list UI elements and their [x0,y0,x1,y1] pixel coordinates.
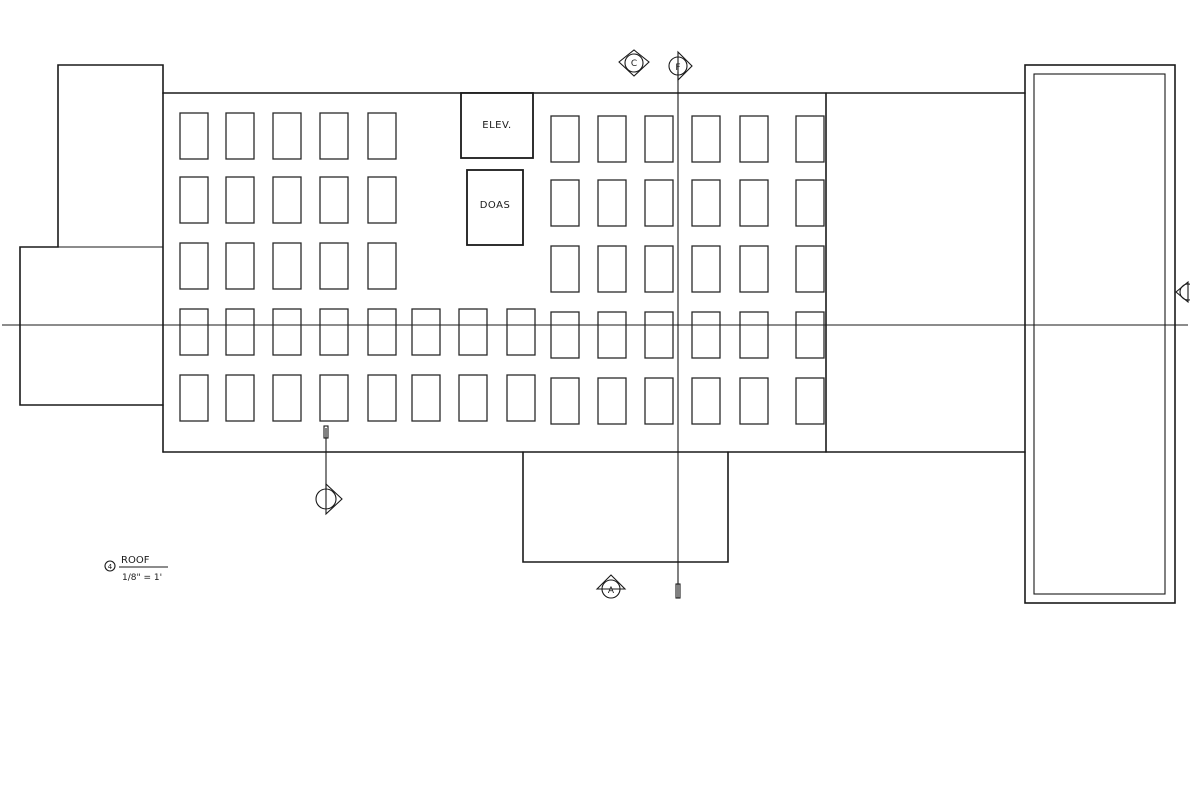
right-tall-block [1024,64,1176,604]
solar-panel [319,308,349,356]
solar-panel [225,308,255,356]
section-marker-left [315,425,343,516]
drawing-number: 4 [108,563,113,571]
left-wing-outline [19,64,164,406]
solar-panel [644,245,674,293]
solar-panel [506,374,536,422]
solar-panel [739,377,769,425]
solar-panel [272,308,302,356]
solar-panel-array [179,112,825,425]
solar-panel [795,179,825,227]
doas-box: DOAS [466,169,524,246]
solar-panel [272,112,302,160]
solar-panel [319,242,349,290]
solar-panel [272,176,302,224]
solar-panel [550,311,580,359]
grid-marker-c: C [618,49,650,77]
solar-panel [411,374,441,422]
grid-marker-f: F [668,50,693,82]
solar-panel [367,242,397,290]
section-marker-a-label: A [608,586,615,596]
solar-panel [272,242,302,290]
solar-panel [644,115,674,163]
solar-panel [179,242,209,290]
solar-panel [739,179,769,227]
solar-panel [739,245,769,293]
solar-panel [795,377,825,425]
drawing-scale: 1/8" = 1' [122,573,162,583]
solar-panel [225,176,255,224]
solar-panel [644,311,674,359]
solar-panel [691,245,721,293]
drawing-title-block: 4 ROOF 1/8" = 1' [104,555,168,583]
solar-panel [597,179,627,227]
solar-panel [319,112,349,160]
solar-panel [319,374,349,422]
solar-panel [179,176,209,224]
elevator-label: ELEV. [482,120,511,131]
solar-panel [458,308,488,356]
solar-panel [691,179,721,227]
solar-panel [691,115,721,163]
solar-panel [795,311,825,359]
solar-panel [691,377,721,425]
solar-panel [179,112,209,160]
solar-panel [367,308,397,356]
solar-panel [739,311,769,359]
solar-panel [644,179,674,227]
solar-panel [225,374,255,422]
doas-label: DOAS [480,200,511,211]
grid-marker-f-label: F [675,63,680,73]
solar-panel [597,311,627,359]
solar-panel [225,112,255,160]
solar-panel [225,242,255,290]
section-marker-a: A [595,574,627,599]
solar-panel [411,308,441,356]
roof-outline [162,92,1026,453]
solar-panel [795,245,825,293]
solar-panel [795,115,825,163]
solar-panel [319,176,349,224]
solar-panel [458,374,488,422]
solar-panel [550,245,580,293]
solar-panel [506,308,536,356]
solar-panel [179,374,209,422]
solar-panel [691,311,721,359]
solar-panel [550,377,580,425]
solar-panel [179,308,209,356]
solar-panel [272,374,302,422]
solar-panel [367,374,397,422]
solar-panel [597,245,627,293]
solar-panel [550,115,580,163]
elevator-box: ELEV. [460,92,534,159]
solar-panel [597,115,627,163]
bottom-projection [522,451,729,563]
solar-panel [597,377,627,425]
solar-panel [550,179,580,227]
grid-marker-c-label: C [631,59,637,69]
solar-panel [739,115,769,163]
drawing-title: ROOF [121,555,150,566]
solar-panel [644,377,674,425]
solar-panel [367,112,397,160]
right-edge-marker [1175,280,1190,304]
solar-panel [367,176,397,224]
